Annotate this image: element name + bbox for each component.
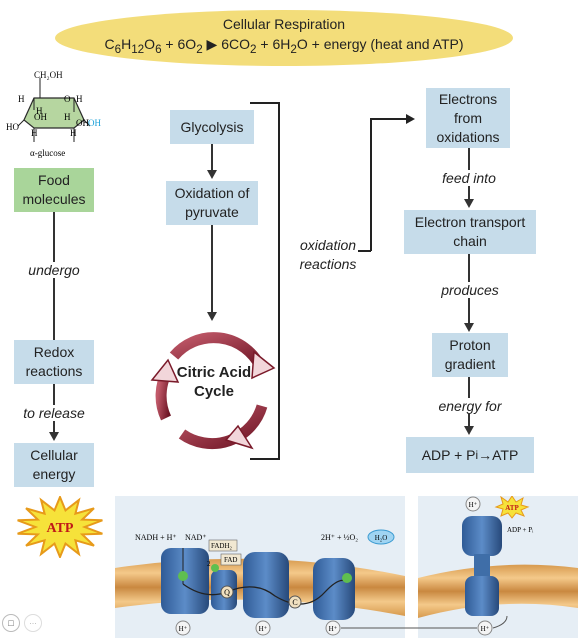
glycolysis-box: Glycolysis — [170, 110, 254, 144]
feed-into-label: feed into — [428, 170, 510, 186]
atp-burst: ATP — [17, 496, 103, 558]
header-banner — [55, 10, 513, 66]
video-icon[interactable]: □ — [2, 614, 20, 632]
citric-acid-cycle-diagram — [150, 332, 276, 450]
redox-reactions-box: Redox reactions — [14, 340, 94, 384]
connector-arrowhead — [406, 114, 415, 124]
proton-gradient-box: Proton gradient — [432, 333, 508, 377]
q-label: Q — [224, 588, 230, 597]
fadh2-label: FADH₂ — [211, 542, 233, 550]
more-icon[interactable]: … — [24, 614, 42, 632]
oxidation-bracket — [250, 102, 280, 460]
fad-label: FAD — [224, 556, 237, 564]
nad-label: NAD⁺ — [185, 533, 207, 542]
oxygen-label: 2H⁺ + ½O₂ — [321, 533, 358, 542]
mid-line-2 — [211, 225, 213, 313]
h-plus-label: H⁺ — [259, 625, 268, 633]
glucose-structure: CH₂OH H O H H OH H HO OH H OH H α-glucos… — [6, 70, 101, 158]
adp-pi-label: ADP + Pᵢ — [507, 526, 534, 534]
c-label: C — [292, 598, 297, 607]
header-title: Cellular Respiration — [222, 16, 346, 32]
glucose-label: H — [31, 128, 38, 138]
citric-acid-cycle-label: Citric Acid Cycle — [176, 364, 252, 400]
glucose-label: O — [64, 94, 71, 104]
h-plus-label: H⁺ — [469, 501, 478, 509]
electron-transport-chain-box: Electron transport chain — [404, 210, 536, 254]
electrons-from-oxidations-box: Electrons from oxidations — [426, 88, 510, 148]
atp-synthase-atp: ATP — [505, 504, 519, 512]
header-equation: C6H12O6 + 6O2 ▶ 6CO2 + 6H2O + energy (he… — [104, 36, 464, 56]
glucose-label: H — [64, 112, 71, 122]
oxidation-of-pyruvate-box: Oxidation of pyruvate — [166, 181, 258, 225]
glucose-label: H — [76, 94, 83, 104]
h-plus-label: H⁺ — [179, 625, 188, 633]
glucose-caption: α-glucose — [30, 148, 65, 158]
glucose-label: OH — [34, 112, 47, 122]
nadh-label: NADH + H⁺ — [135, 533, 177, 542]
membrane-illustration: Q C NADH + H⁺ NAD⁺ FADH₂ FAD 2 2H⁺ + ½O₂… — [115, 496, 578, 636]
mid-arrowhead-1 — [207, 170, 217, 179]
undergo-label: undergo — [14, 262, 94, 278]
glucose-ch2oh: CH₂OH — [34, 70, 63, 80]
glucose-label: H — [36, 106, 43, 116]
glucose-label: HO — [6, 122, 19, 132]
energy-for-label: energy for — [426, 398, 514, 414]
h-plus-label: H⁺ — [329, 625, 338, 633]
right-arrowhead-1 — [464, 199, 474, 208]
connector-vertical — [370, 118, 372, 251]
h-plus-label: H⁺ — [481, 625, 490, 633]
left-arrowhead — [49, 432, 59, 441]
glucose-label: H — [18, 94, 25, 104]
right-arrowhead-2 — [464, 323, 474, 332]
glucose-label: H — [70, 128, 77, 138]
connector-bottom — [358, 250, 371, 252]
produces-label: produces — [430, 282, 510, 298]
connector-top — [370, 118, 408, 120]
complex-2-label: 2 — [207, 560, 211, 568]
atp-burst-label: ATP — [47, 521, 74, 536]
right-arrowhead-3 — [464, 426, 474, 435]
mid-arrowhead-2 — [207, 312, 217, 321]
water-label: H₂O — [375, 534, 388, 542]
food-molecules-box: Food molecules — [14, 168, 94, 212]
glucose-label: OH — [76, 118, 89, 128]
to-release-label: to release — [10, 405, 98, 421]
oxidation-reactions-label: oxidation reactions — [290, 236, 366, 274]
glucose-label: OH — [88, 118, 101, 128]
cellular-energy-box: Cellular energy — [14, 443, 94, 487]
mid-line-1 — [211, 144, 213, 172]
